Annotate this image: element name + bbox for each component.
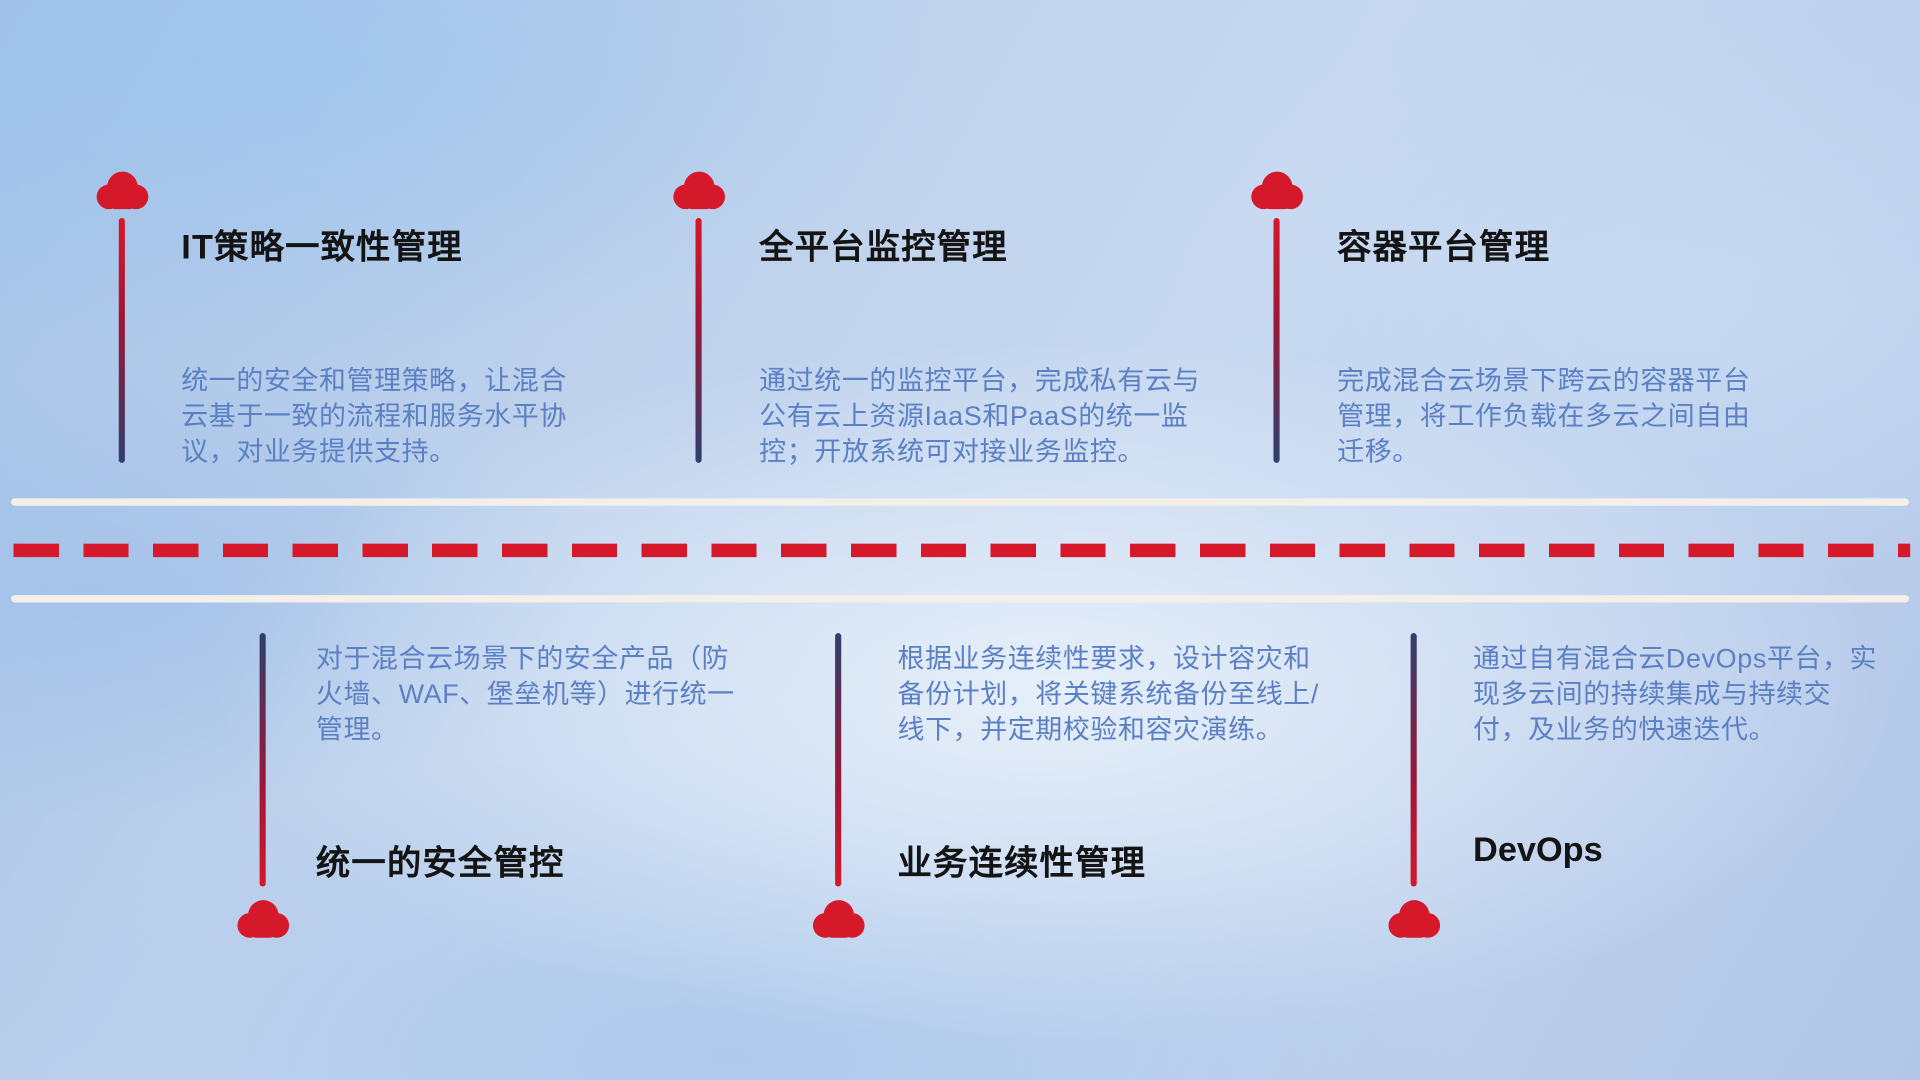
item-title: DevOps [1473, 830, 1603, 869]
capability-item-monitoring: 全平台监控管理 通过统一的监控平台，完成私有云与公有云上资源IaaS和PaaS的… [671, 169, 1259, 475]
item-description: 通过自有混合云DevOps平台，实现多云间的持续集成与持续交付，及业务的快速迭代… [1473, 642, 1878, 745]
item-title: IT策略一致性管理 [181, 227, 463, 266]
capability-item-it-policy: IT策略一致性管理 统一的安全和管理策略，让混合云基于一致的流程和服务水平协议，… [94, 169, 682, 475]
connector-line [259, 633, 266, 887]
cloud-icon [235, 898, 291, 940]
cloud-icon [94, 169, 150, 211]
connector-line [695, 217, 702, 463]
item-title: 业务连续性管理 [897, 843, 1147, 882]
connector-line [1273, 217, 1280, 463]
cloud-icon [811, 898, 867, 940]
capability-item-business-continuity: 根据业务连续性要求，设计容灾和备份计划，将关键系统备份至线上/线下，并定期校验和… [811, 633, 1399, 951]
timeline-lower-line [11, 595, 1909, 603]
capability-item-security-control: 对于混合云场景下的安全产品（防火墙、WAF、堡垒机等）进行统一管理。 统一的安全… [235, 633, 823, 951]
connector-line [835, 633, 842, 887]
item-title: 全平台监控管理 [759, 227, 1008, 266]
connector-line [118, 217, 125, 463]
item-title: 统一的安全管控 [315, 843, 565, 882]
timeline-dashed-line [13, 543, 1911, 558]
item-description: 根据业务连续性要求，设计容灾和备份计划，将关键系统备份至线上/线下，并定期校验和… [897, 642, 1319, 745]
item-description: 通过统一的监控平台，完成私有云与公有云上资源IaaS和PaaS的统一监控；开放系… [759, 364, 1201, 467]
item-description: 统一的安全和管理策略，让混合云基于一致的流程和服务水平协议，对业务提供支持。 [181, 364, 567, 467]
cloud-icon [1249, 169, 1305, 211]
timeline-upper-line [11, 498, 1909, 506]
capability-item-devops: 通过自有混合云DevOps平台，实现多云间的持续集成与持续交付，及业务的快速迭代… [1386, 633, 1920, 951]
item-description: 对于混合云场景下的安全产品（防火墙、WAF、堡垒机等）进行统一管理。 [315, 642, 735, 745]
cloud-icon [671, 169, 727, 211]
cloud-icon [1386, 898, 1442, 940]
item-title: 容器平台管理 [1337, 227, 1551, 266]
capability-item-container-platform: 容器平台管理 完成混合云场景下跨云的容器平台管理，将工作负载在多云之间自由迁移。 [1249, 169, 1837, 475]
connector-line [1410, 633, 1417, 887]
item-description: 完成混合云场景下跨云的容器平台管理，将工作负载在多云之间自由迁移。 [1337, 364, 1751, 467]
